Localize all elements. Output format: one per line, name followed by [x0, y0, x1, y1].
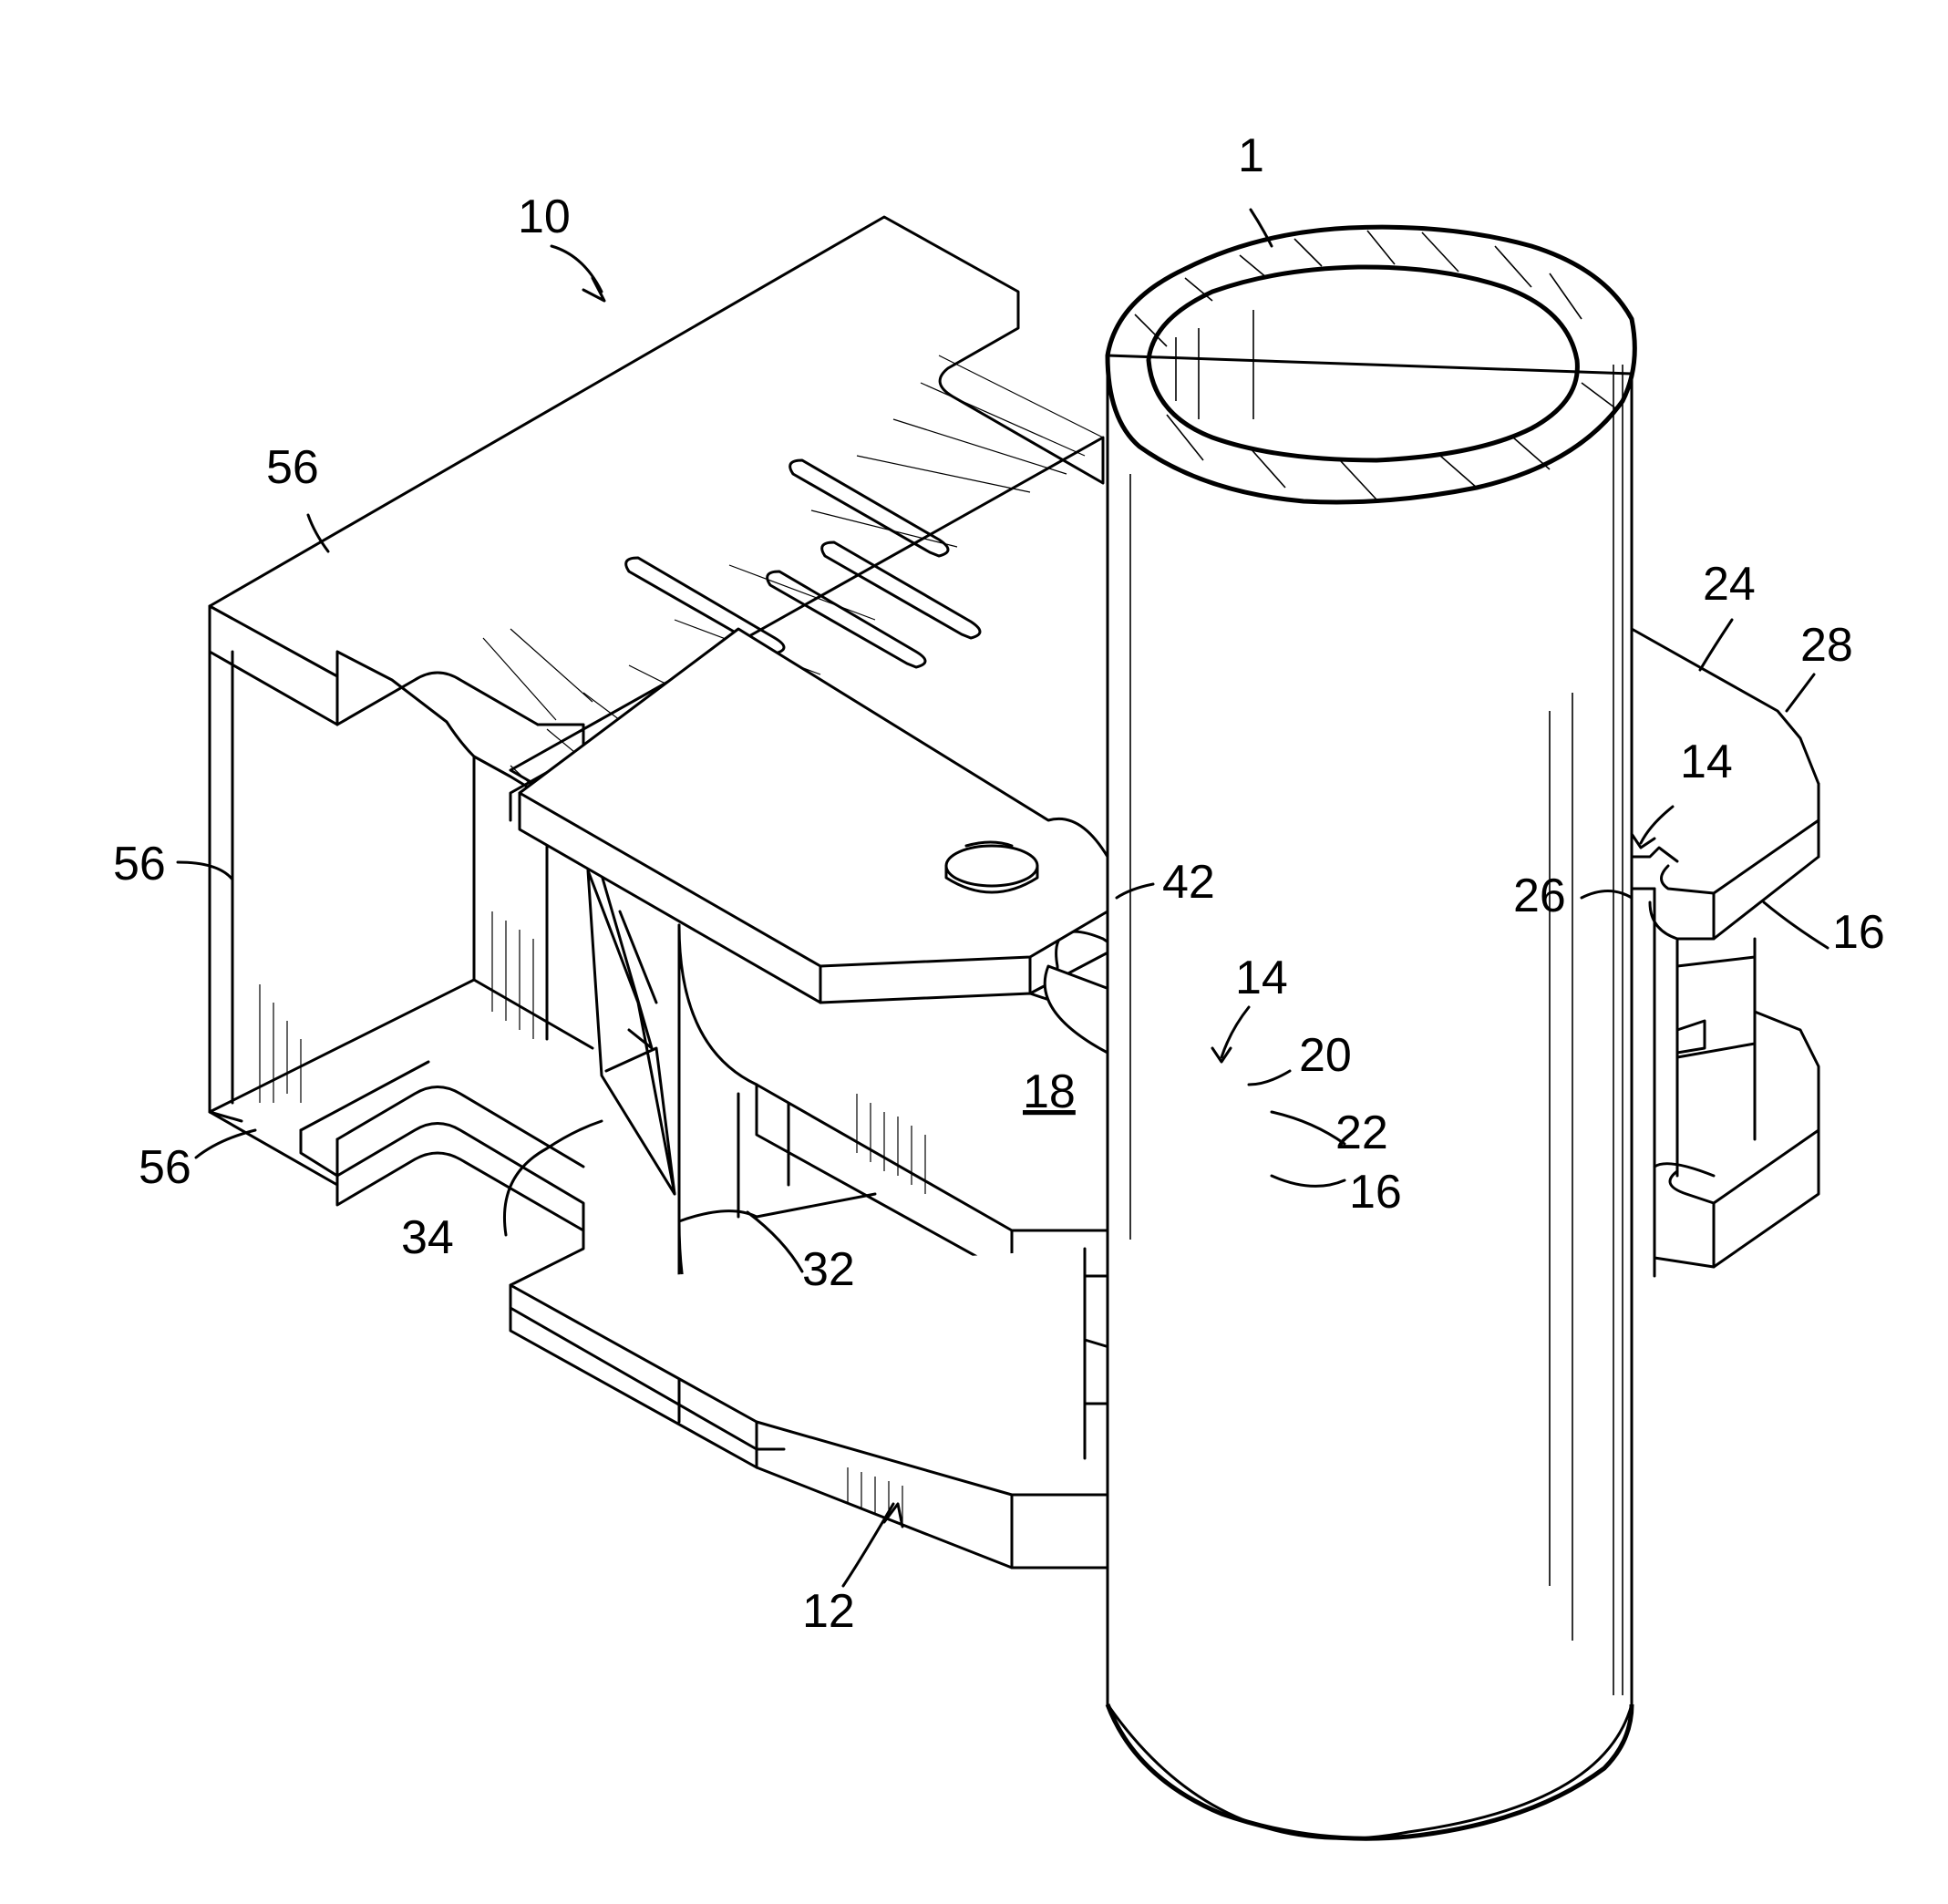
label-tab-rear: 14: [1680, 736, 1733, 788]
label-panel-side: 56: [113, 838, 166, 890]
pipe-1: [1108, 227, 1634, 1838]
label-pipe: 1: [1238, 129, 1264, 182]
label-arm-rear: 16: [1832, 906, 1885, 959]
label-panel-bottom: 56: [139, 1141, 191, 1194]
label-rear-plate: 24: [1703, 558, 1756, 611]
label-tab-edge: 20: [1299, 1029, 1352, 1082]
label-jaw-edge: 42: [1162, 856, 1215, 909]
label-rear-corner: 28: [1800, 619, 1853, 672]
label-hub: 32: [802, 1243, 855, 1296]
label-arm-surface: 18: [1023, 1065, 1076, 1118]
label-corner: 22: [1335, 1106, 1388, 1159]
label-tab-front: 14: [1235, 952, 1288, 1004]
rib-34: [588, 870, 675, 1194]
label-arm-front: 16: [1349, 1166, 1402, 1219]
label-assembly: 10: [518, 190, 571, 243]
label-rib: 34: [401, 1211, 454, 1264]
label-clamp-body: 12: [802, 1585, 855, 1638]
label-rear-gap: 26: [1513, 870, 1566, 922]
side-wall-hatching: [260, 911, 533, 1103]
label-panel-top: 56: [266, 441, 319, 494]
rear-clamp: [1632, 629, 1819, 1276]
